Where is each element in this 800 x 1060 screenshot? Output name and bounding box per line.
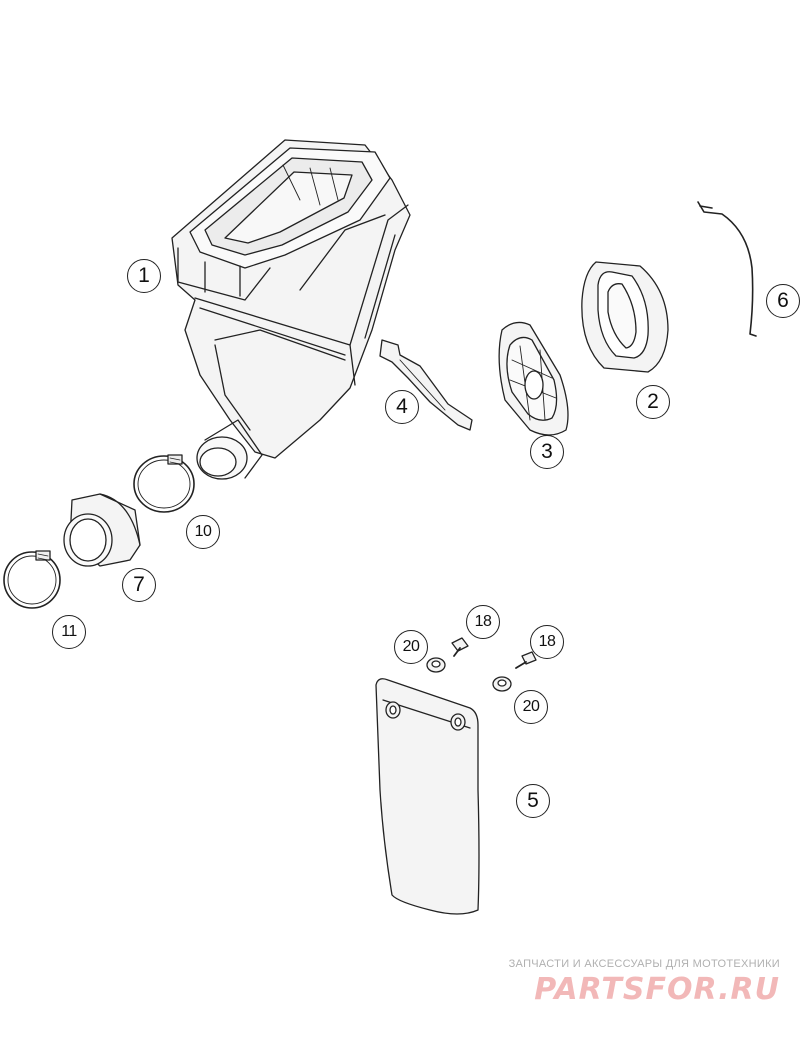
callout-1[interactable]: 1 bbox=[127, 259, 161, 293]
callout-3[interactable]: 3 bbox=[530, 435, 564, 469]
callout-4[interactable]: 4 bbox=[385, 390, 419, 424]
callout-11[interactable]: 11 bbox=[52, 615, 86, 649]
callout-6[interactable]: 6 bbox=[766, 284, 800, 318]
callout-20-upper[interactable]: 20 bbox=[394, 630, 428, 664]
callout-7[interactable]: 7 bbox=[122, 568, 156, 602]
mud-flap-part[interactable] bbox=[375, 678, 480, 915]
screw-2-part[interactable] bbox=[515, 651, 537, 669]
watermark-brand: PARTSFOR.RU bbox=[534, 972, 780, 1007]
callout-10[interactable]: 10 bbox=[186, 515, 220, 549]
hose-clamp-2-part[interactable] bbox=[3, 550, 61, 609]
intake-boot-part[interactable] bbox=[63, 493, 141, 567]
callout-20-lower[interactable]: 20 bbox=[514, 690, 548, 724]
washer-2-part[interactable] bbox=[492, 676, 512, 692]
callout-18-lower[interactable]: 18 bbox=[530, 625, 564, 659]
screw-part[interactable] bbox=[451, 637, 469, 657]
vent-hose-part[interactable] bbox=[697, 201, 757, 337]
callout-2[interactable]: 2 bbox=[636, 385, 670, 419]
watermark-tagline: ЗАПЧАСТИ И АКСЕССУАРЫ ДЛЯ МОТОТЕХНИКИ bbox=[508, 958, 780, 970]
callout-5[interactable]: 5 bbox=[516, 784, 550, 818]
air-filter-part[interactable] bbox=[581, 261, 669, 373]
callout-18-upper[interactable]: 18 bbox=[466, 605, 500, 639]
airbox-part[interactable] bbox=[171, 139, 411, 480]
filter-clip-part[interactable] bbox=[379, 339, 473, 431]
filter-cage-part[interactable] bbox=[498, 321, 569, 436]
washer-part[interactable] bbox=[426, 657, 446, 673]
hose-clamp-part[interactable] bbox=[133, 454, 195, 513]
watermark: ЗАПЧАСТИ И АКСЕССУАРЫ ДЛЯ МОТОТЕХНИКИ PA… bbox=[480, 958, 780, 1007]
